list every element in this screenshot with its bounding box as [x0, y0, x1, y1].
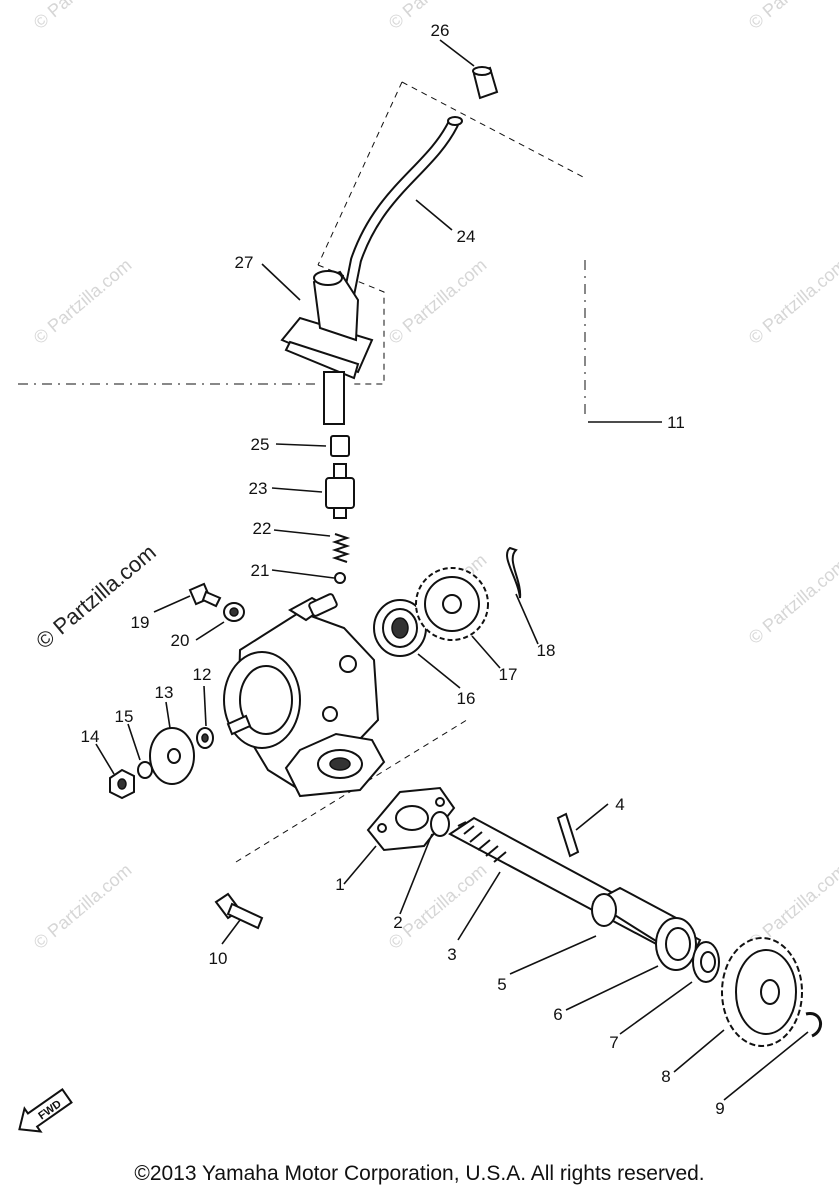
part-6-bearing: [655, 917, 697, 971]
part-4-pin: [556, 812, 580, 858]
watermark: © Partzilla.com: [30, 255, 136, 348]
copyright-notice: ©2013 Yamaha Motor Corporation, U.S.A. A…: [134, 1162, 705, 1185]
fwd-arrow-icon: FWD: [18, 1087, 73, 1133]
part-17-gear: [415, 567, 489, 641]
callout-4: 4: [615, 795, 624, 814]
callout-24: 24: [457, 227, 476, 246]
part-20-washer: [223, 602, 245, 622]
callout-17: 17: [499, 665, 518, 684]
callout-23: 23: [249, 479, 268, 498]
part-8-gear: [721, 937, 803, 1047]
callout-5: 5: [497, 975, 506, 994]
part-10-bolt: [214, 892, 264, 930]
callout-11: 11: [667, 413, 685, 432]
callout-13: 13: [155, 683, 174, 702]
callout-labels: 1 2 3 4 5 6 7 8 9 10 11 12 13 14 15 16 1…: [81, 21, 725, 1118]
part-14-nut: [109, 768, 135, 800]
watermark: © Partzilla.com: [745, 255, 839, 348]
part-12-washer: [196, 727, 214, 749]
part-24-oil-hose: [338, 116, 463, 326]
leader-lines: [95, 39, 809, 1101]
callout-2: 2: [393, 913, 402, 932]
part-7-washer: [692, 941, 720, 983]
callout-16: 16: [457, 689, 476, 708]
part-23-valve-body: [325, 463, 355, 519]
callout-18: 18: [537, 641, 556, 660]
callout-9: 9: [715, 1099, 724, 1118]
callout-6: 6: [553, 1005, 562, 1024]
callout-22: 22: [253, 519, 272, 538]
oil-pump-body: [223, 593, 386, 798]
callout-1: 1: [335, 875, 344, 894]
part-21-ball: [334, 572, 346, 584]
callout-20: 20: [171, 631, 190, 650]
part-26-cap: [472, 66, 499, 100]
callout-10: 10: [209, 949, 228, 968]
callout-15: 15: [115, 707, 134, 726]
callout-26: 26: [431, 21, 450, 40]
watermark-prominent: © Partzilla.com: [31, 539, 161, 653]
part-27-tank-joint: [280, 270, 374, 425]
watermark: © Partzilla.com: [30, 860, 136, 953]
callout-27: 27: [235, 253, 254, 272]
watermark: © Partzilla.com: [30, 0, 136, 33]
callout-21: 21: [251, 561, 270, 580]
part-9-circlip: [805, 1012, 822, 1038]
part-22-spring: [331, 533, 351, 563]
part-18-clip: [506, 546, 522, 599]
callout-8: 8: [661, 1067, 670, 1086]
part-2-o-ring: [430, 811, 450, 837]
watermark: © Partzilla.com: [385, 255, 491, 348]
callout-12: 12: [193, 665, 212, 684]
part-19-screw: [188, 582, 222, 608]
part-15-washer: [137, 761, 153, 779]
part-13-plate: [149, 727, 195, 785]
callout-24-25: 25: [251, 435, 270, 454]
part-25-collar: [330, 435, 350, 457]
watermark: © Partzilla.com: [745, 555, 839, 648]
callout-19: 19: [131, 613, 150, 632]
part-16-bearing: [373, 599, 427, 657]
watermark: © Partzilla.com: [745, 0, 839, 33]
callout-7: 7: [609, 1033, 618, 1052]
watermark: © Partzilla.com: [385, 860, 491, 953]
callout-14: 14: [81, 727, 100, 746]
callout-3: 3: [447, 945, 456, 964]
